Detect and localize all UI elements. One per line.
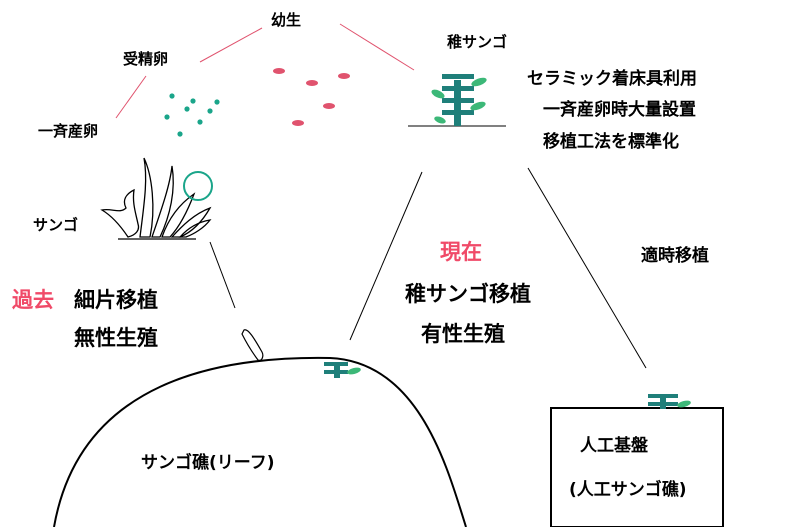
larvae xyxy=(273,68,350,126)
note-mass-install: 一斉産卵時大量設置 xyxy=(543,100,696,120)
timely-transplant-label: 適時移植 xyxy=(641,246,709,266)
present-reproduction: 有性生殖 xyxy=(421,322,505,346)
reef-juvenile-coral-icon xyxy=(324,362,361,378)
artificial-reef-label: (人工サンゴ礁) xyxy=(569,480,687,500)
artificial-base-label: 人工基盤 xyxy=(580,436,648,456)
coral-label: サンゴ xyxy=(33,216,79,234)
fertilized-egg-label: 受精卵 xyxy=(123,50,169,68)
method-connectors xyxy=(209,167,647,369)
past-reproduction: 無性生殖 xyxy=(74,326,158,350)
coral-fragment-icon xyxy=(241,329,264,361)
present-tag: 現在 xyxy=(440,240,482,264)
note-ceramic-device: セラミック着床具利用 xyxy=(527,69,697,89)
juvenile-coral-icon xyxy=(408,74,506,127)
connector-larva-to-juvenile xyxy=(339,23,415,71)
past-method: 細片移植 xyxy=(74,288,158,312)
base-juvenile-coral-icon xyxy=(648,394,691,409)
past-tag: 過去 xyxy=(12,288,54,312)
fertilized-eggs xyxy=(164,93,220,137)
larva-label: 幼生 xyxy=(271,11,302,29)
note-standardize-method: 移植工法を標準化 xyxy=(543,132,679,152)
connector-larva-to-egg xyxy=(199,27,263,63)
present-method: 稚サンゴ移植 xyxy=(405,282,531,306)
artificial-base-box xyxy=(550,407,724,527)
mass-spawning-label: 一斉産卵 xyxy=(38,122,99,140)
fragment-highlight-circle xyxy=(183,171,213,201)
juvenile-coral-label: 稚サンゴ xyxy=(447,33,508,51)
lifecycle-connectors xyxy=(115,23,415,119)
connector-egg-to-spawning xyxy=(115,75,147,119)
coral-reef-outline xyxy=(53,356,467,527)
coral-colony-icon xyxy=(100,157,212,240)
reef-label: サンゴ礁(リーフ) xyxy=(141,453,275,473)
